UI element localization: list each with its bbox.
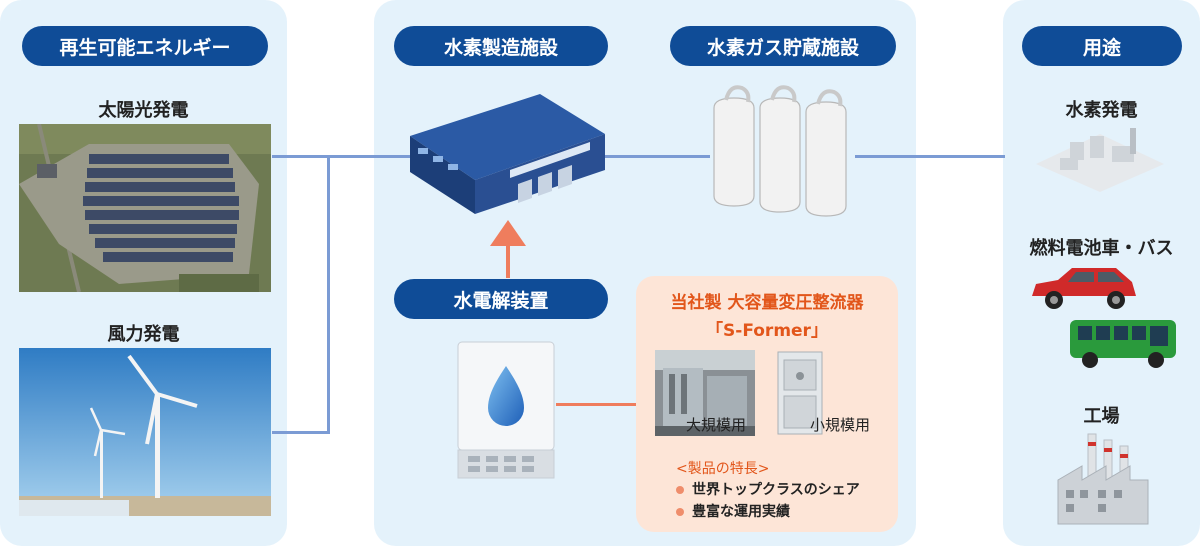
features-title: <製品の特長> — [676, 461, 770, 477]
small-sformer-label: 小規模用 — [810, 416, 871, 434]
factory-icon — [400, 88, 610, 216]
feature-text: 豊富な運用実績 — [692, 504, 790, 520]
feature-item: 世界トップクラスのシェア — [676, 479, 860, 499]
small-sformer-image — [776, 350, 824, 436]
car-icon — [1028, 262, 1140, 312]
renewable-header: 再生可能エネルギー — [22, 26, 268, 66]
electrolyzer-header: 水電解装置 — [394, 279, 608, 319]
wind-turbine-photo — [19, 348, 271, 516]
solar-label: 太陽光発電 — [98, 100, 189, 121]
large-sformer-image — [655, 350, 755, 436]
electrolyzer-icon — [456, 340, 556, 480]
power-plant-icon — [1030, 124, 1170, 194]
large-sformer-label: 大規模用 — [686, 416, 747, 434]
factory-chimney-icon — [1052, 428, 1152, 528]
connector-factory-to-tanks — [600, 155, 710, 158]
arrow-up-icon — [488, 218, 528, 278]
feature-text: 世界トップクラスのシェア — [692, 482, 860, 498]
connector-tanks-to-uses — [855, 155, 1005, 158]
solar-farm-photo — [19, 124, 271, 292]
wind-label: 風力発電 — [107, 324, 180, 345]
hydrogen-tanks-icon — [708, 78, 858, 218]
bus-icon — [1068, 316, 1180, 370]
connector-solar-to-factory — [272, 155, 412, 158]
bullet-icon — [676, 508, 684, 516]
use-fuel-cell-vehicle-label: 燃料電池車・バス — [1029, 238, 1174, 259]
use-factory-label: 工場 — [1083, 406, 1120, 427]
connector-wind-vertical — [327, 157, 330, 434]
use-hydrogen-power-label: 水素発電 — [1065, 100, 1138, 121]
uses-header: 用途 — [1022, 26, 1182, 66]
connector-electrolyzer-to-sformer — [556, 403, 640, 406]
manufacturing-header: 水素製造施設 — [394, 26, 608, 66]
connector-wind-horizontal — [272, 431, 330, 434]
bullet-icon — [676, 486, 684, 494]
sformer-box: 当社製 大容量変圧整流器 「S-Former」 大規模用 小規模用 <製品の特長… — [636, 276, 898, 532]
sformer-title-line1: 当社製 大容量変圧整流器 — [670, 293, 864, 313]
storage-header: 水素ガス貯蔵施設 — [670, 26, 896, 66]
feature-item: 豊富な運用実績 — [676, 501, 790, 521]
sformer-title-line2: 「S-Former」 — [706, 321, 828, 341]
